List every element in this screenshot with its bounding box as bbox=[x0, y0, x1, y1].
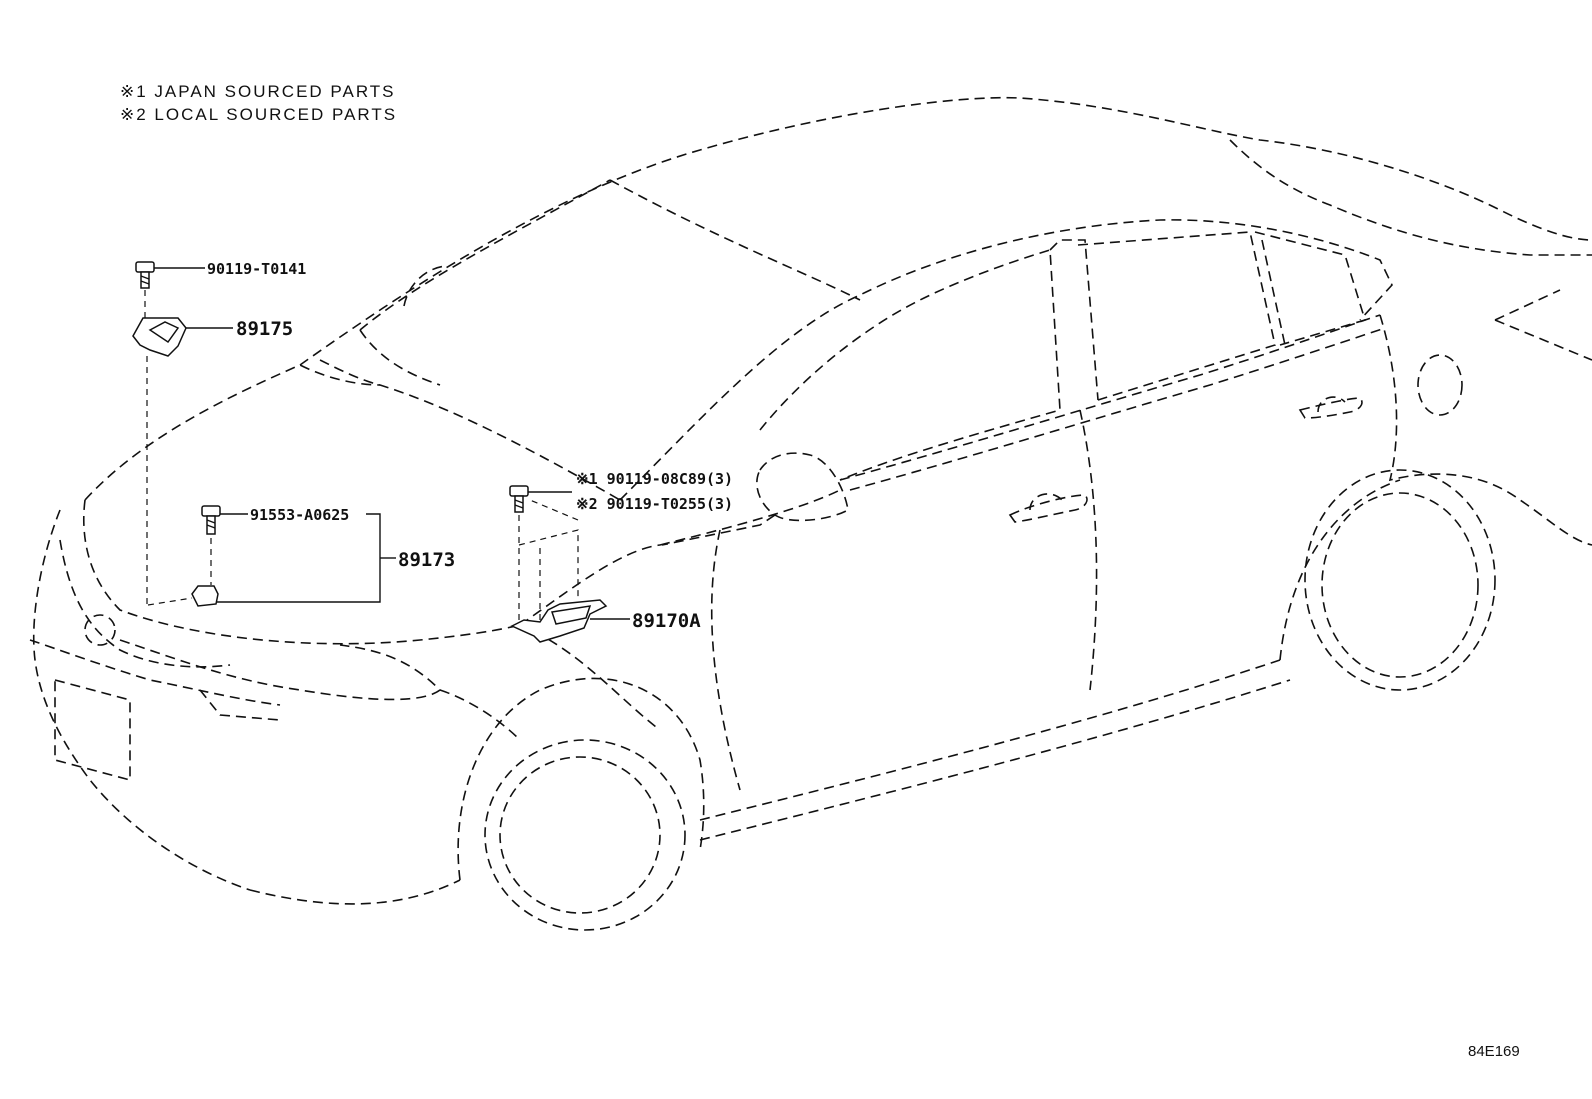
label-90119-08C89: ※1 90119-08C89(3) bbox=[576, 470, 733, 488]
legend-local-sourced: ※2 LOCAL SOURCED PARTS bbox=[120, 105, 398, 124]
bolt-90119-T0141 bbox=[135, 261, 205, 318]
label-89173: 89173 bbox=[398, 549, 455, 571]
bolt-91553-A0625 bbox=[201, 505, 248, 585]
car-outline bbox=[29, 96, 1592, 931]
label-90119-T0255: ※2 90119-T0255(3) bbox=[576, 495, 733, 513]
label-89170A: 89170A bbox=[632, 610, 701, 632]
bracket-89175 bbox=[132, 317, 233, 605]
figure-code: 84E169 bbox=[1468, 1043, 1520, 1060]
legend: ※1 JAPAN SOURCED PARTS ※2 LOCAL SOURCED … bbox=[120, 80, 397, 126]
label-91553-A0625: 91553-A0625 bbox=[250, 506, 349, 524]
label-90119-T0141: 90119-T0141 bbox=[207, 260, 306, 278]
sensor-89170A bbox=[510, 599, 630, 643]
label-89175: 89175 bbox=[236, 318, 293, 340]
bracket-89173 bbox=[147, 513, 396, 607]
bolt-90119-08C89 bbox=[509, 485, 579, 628]
legend-japan-sourced: ※1 JAPAN SOURCED PARTS bbox=[120, 82, 396, 101]
